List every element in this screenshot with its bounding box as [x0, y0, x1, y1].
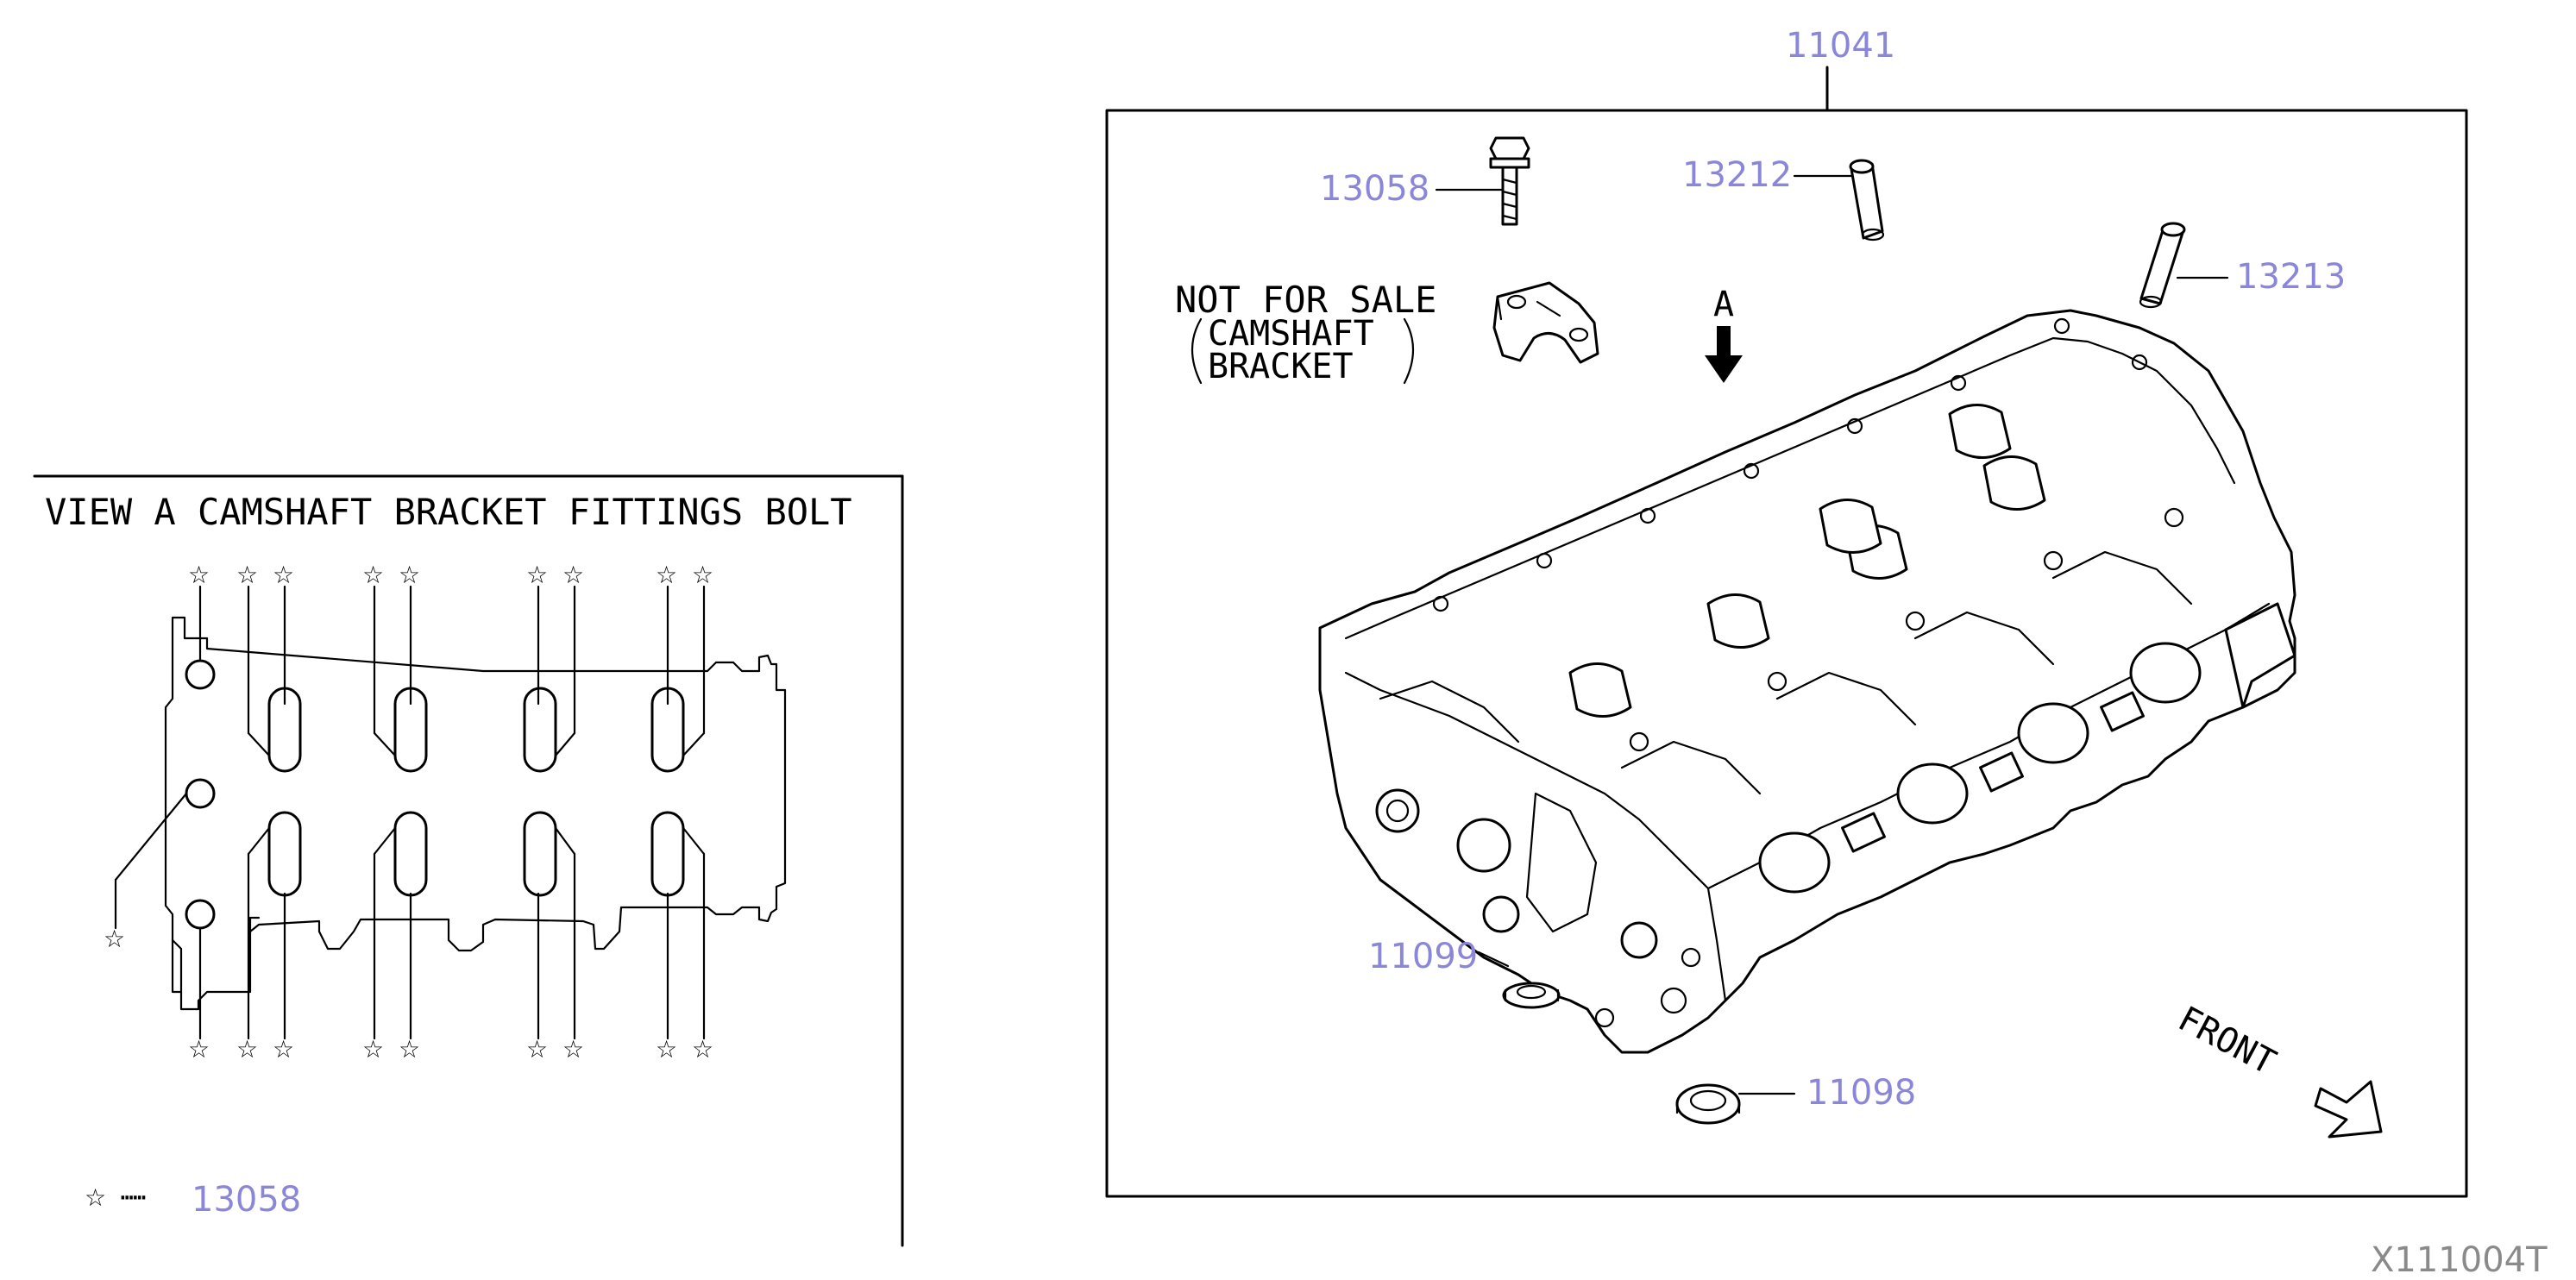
bolt-13058-icon — [1489, 136, 1530, 226]
view-a-arrow-icon — [1705, 326, 1743, 383]
part-number-11041[interactable]: 11041 — [1786, 26, 1895, 66]
cam-saddles — [1568, 404, 2046, 718]
figure-reference: X111004T — [2371, 1240, 2548, 1280]
paren-right — [1403, 317, 1414, 385]
view-a-leaders-top — [198, 585, 706, 757]
star-icon: ☆ — [104, 925, 125, 953]
star-icon: ☆ — [692, 1035, 713, 1064]
not-for-sale-label: NOT FOR SALE — [1175, 279, 1436, 321]
dowel-pin-13213-icon — [2139, 222, 2186, 309]
seal-11098-icon — [1675, 1083, 1741, 1125]
star-icon: ☆ — [273, 561, 294, 589]
part-number-11099[interactable]: 11099 — [1368, 937, 1478, 976]
star-icon: ☆ — [362, 561, 384, 589]
part-number-13212[interactable]: 13212 — [1682, 155, 1792, 195]
star-icon: ☆ — [692, 561, 713, 589]
seal-11099-icon — [1502, 982, 1561, 1009]
camshaft-bracket-icon — [1492, 281, 1599, 364]
star-icon: ☆ — [236, 561, 258, 589]
view-a-title: VIEW A CAMSHAFT BRACKET FITTINGS BOLT — [45, 491, 852, 533]
cylinder-head-assembly: 11041 13058 13212 13213 — [1105, 26, 2468, 1198]
star-icon: ☆ — [656, 1035, 677, 1064]
view-a-dowel-1 — [185, 659, 216, 690]
star-icon: ☆ — [236, 1035, 258, 1064]
front-arrow-icon — [2314, 1080, 2383, 1139]
star-icon: ☆ — [562, 1035, 584, 1064]
legend-star-icon: ☆ — [85, 1183, 106, 1212]
bracket-label: BRACKET — [1208, 347, 1354, 386]
star-icon: ☆ — [526, 561, 548, 589]
assembly-frame — [1105, 109, 2468, 1198]
view-a-bracket-bolts-top — [267, 687, 685, 773]
front-label: FRONT — [2171, 999, 2282, 1082]
exhaust-ports — [1758, 642, 2202, 894]
star-icon: ☆ — [526, 1035, 548, 1064]
view-a-head-outline — [164, 616, 787, 1011]
view-a-arrow-label: A — [1713, 285, 1734, 324]
star-icon: ☆ — [188, 561, 210, 589]
front-face-details — [1375, 788, 1701, 1028]
star-icon: ☆ — [273, 1035, 294, 1064]
view-a-bracket-bolts-bottom — [267, 811, 685, 897]
star-icon: ☆ — [188, 1035, 210, 1064]
view-a-dowel-3 — [185, 899, 216, 930]
star-icon: ☆ — [362, 1035, 384, 1064]
leader-11099 — [1477, 951, 1510, 968]
part-number-11098[interactable]: 11098 — [1806, 1073, 1916, 1113]
view-a-stars-top: ☆ ☆ ☆ ☆ ☆ ☆ ☆ ☆ ☆ — [188, 561, 713, 589]
part-number-13058[interactable]: 13058 — [1320, 169, 1429, 209]
dowel-pin-13212-icon — [1849, 159, 1885, 242]
deck-bolt-holes — [1432, 317, 2184, 752]
camshaft-label: CAMSHAFT — [1208, 314, 1374, 354]
star-icon: ☆ — [399, 561, 420, 589]
star-icon: ☆ — [656, 561, 677, 589]
part-number-13213[interactable]: 13213 — [2236, 257, 2346, 297]
view-a-panel: VIEW A CAMSHAFT BRACKET FITTINGS BOLT — [33, 474, 904, 1247]
star-icon: ☆ — [562, 561, 584, 589]
star-icon: ☆ — [399, 1035, 420, 1064]
paren-left — [1191, 317, 1203, 385]
view-a-dowel-2 — [185, 778, 216, 809]
legend-dots: ⋯⋯ — [121, 1185, 146, 1209]
cylinder-head-11041-icon — [1318, 309, 2296, 1054]
view-a-leaders-bottom — [114, 792, 706, 1040]
legend-part-number-13058[interactable]: 13058 — [192, 1180, 301, 1220]
view-a-stars-bottom: ☆ ☆ ☆ ☆ ☆ ☆ ☆ ☆ ☆ ☆ — [104, 925, 713, 1064]
